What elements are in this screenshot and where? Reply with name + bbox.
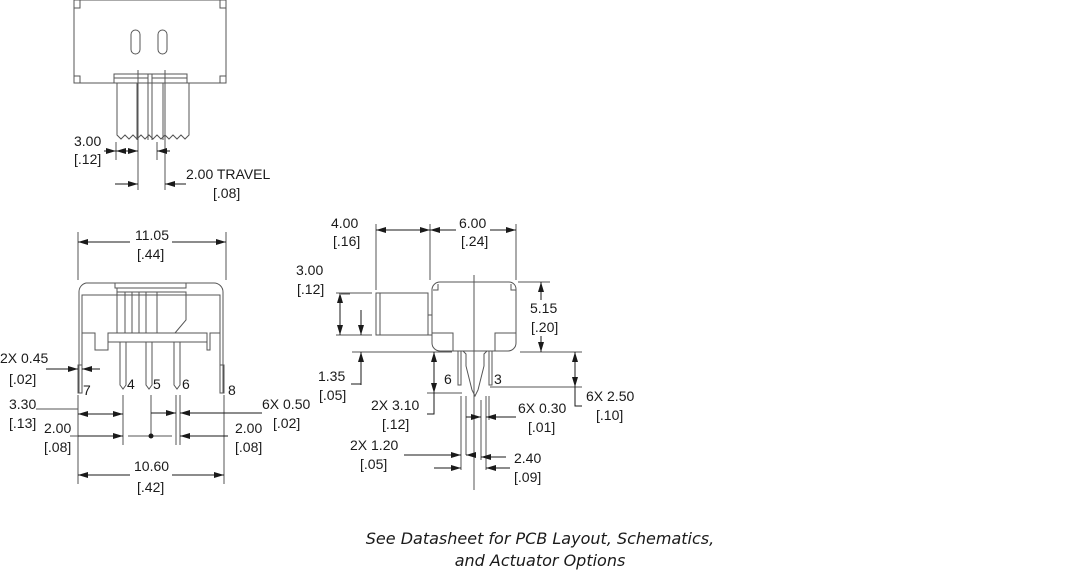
dim-body-depth-mm: 6.00 (459, 215, 486, 231)
dim-overall-width-mm: 11.05 (135, 227, 169, 243)
dim-mount-pin-length-mm: 2X 3.10 (371, 397, 419, 413)
dim-pin-width-mm: 6X 0.50 (262, 396, 310, 412)
dim-mount-span-in: [.42] (137, 479, 164, 495)
dim-actuator-length-mm: 4.00 (331, 215, 358, 231)
dim-mount-pin-length-in: [.12] (382, 416, 409, 432)
pin-label-3-side: 3 (494, 371, 502, 387)
dim-row-spacing-mm: 2.40 (514, 450, 541, 466)
dim-mount-pin-width-mm: 2X 1.20 (350, 437, 398, 453)
side-view (336, 224, 582, 490)
pin-label-6-side: 6 (444, 371, 452, 387)
pin-label-4: 4 (127, 376, 135, 392)
dim-travel-mm: 2.00 TRAVEL (186, 166, 271, 182)
top-view (73, 0, 227, 190)
pin-label-8: 8 (228, 382, 236, 398)
pin-label-5: 5 (153, 376, 161, 392)
dim-mount-pin-width-mm: 2X 0.45 (0, 350, 48, 366)
dim-overall-width-in: [.44] (137, 246, 164, 262)
dim-mount-span-mm: 10.60 (134, 458, 169, 474)
dim-mount-pin-width-in: [.02] (9, 371, 36, 387)
front-view (36, 232, 227, 484)
dim-body-height-mm: 5.15 (530, 300, 557, 316)
dim-body-depth-in: [.24] (461, 233, 488, 249)
dim-pin-offset-in: [.13] (9, 415, 36, 431)
pin-label-6: 6 (182, 376, 190, 392)
dim-pitch-right-in: [.08] (235, 439, 262, 455)
dim-pin-length-mm: 6X 2.50 (586, 388, 634, 404)
pin-label-7: 7 (83, 382, 91, 398)
dim-body-height-in: [.20] (531, 319, 558, 335)
dim-pin-thickness-in: [.01] (528, 419, 555, 435)
footer-note: See Datasheet for PCB Layout, Schematics… (340, 528, 740, 572)
dim-mount-pin-width-in: [.05] (360, 456, 387, 472)
dim-standoff-in: [.05] (319, 387, 346, 403)
dim-pin-width-in: [.02] (273, 415, 300, 431)
dim-pitch-left-in: [.08] (44, 439, 71, 455)
dim-travel-in: [.08] (213, 185, 240, 201)
dim-pin-thickness-mm: 6X 0.30 (518, 400, 566, 416)
footer-note-line1: See Datasheet for PCB Layout, Schematics… (365, 529, 715, 548)
dim-row-spacing-in: [.09] (514, 469, 541, 485)
dim-pin-length-in: [.10] (596, 407, 623, 423)
dim-actuator-height-mm: 3.00 (296, 262, 323, 278)
dim-actuator-width-mm: 3.00 (74, 133, 101, 149)
dim-pitch-left-mm: 2.00 (44, 420, 71, 436)
dim-actuator-width-in: [.12] (74, 151, 101, 167)
footer-note-line2: and Actuator Options (454, 551, 626, 570)
dim-actuator-length-in: [.16] (333, 233, 360, 249)
dim-actuator-height-in: [.12] (297, 281, 324, 297)
dim-pin-offset-mm: 3.30 (9, 396, 36, 412)
dim-pitch-right-mm: 2.00 (235, 420, 262, 436)
dim-standoff-mm: 1.35 (318, 368, 345, 384)
